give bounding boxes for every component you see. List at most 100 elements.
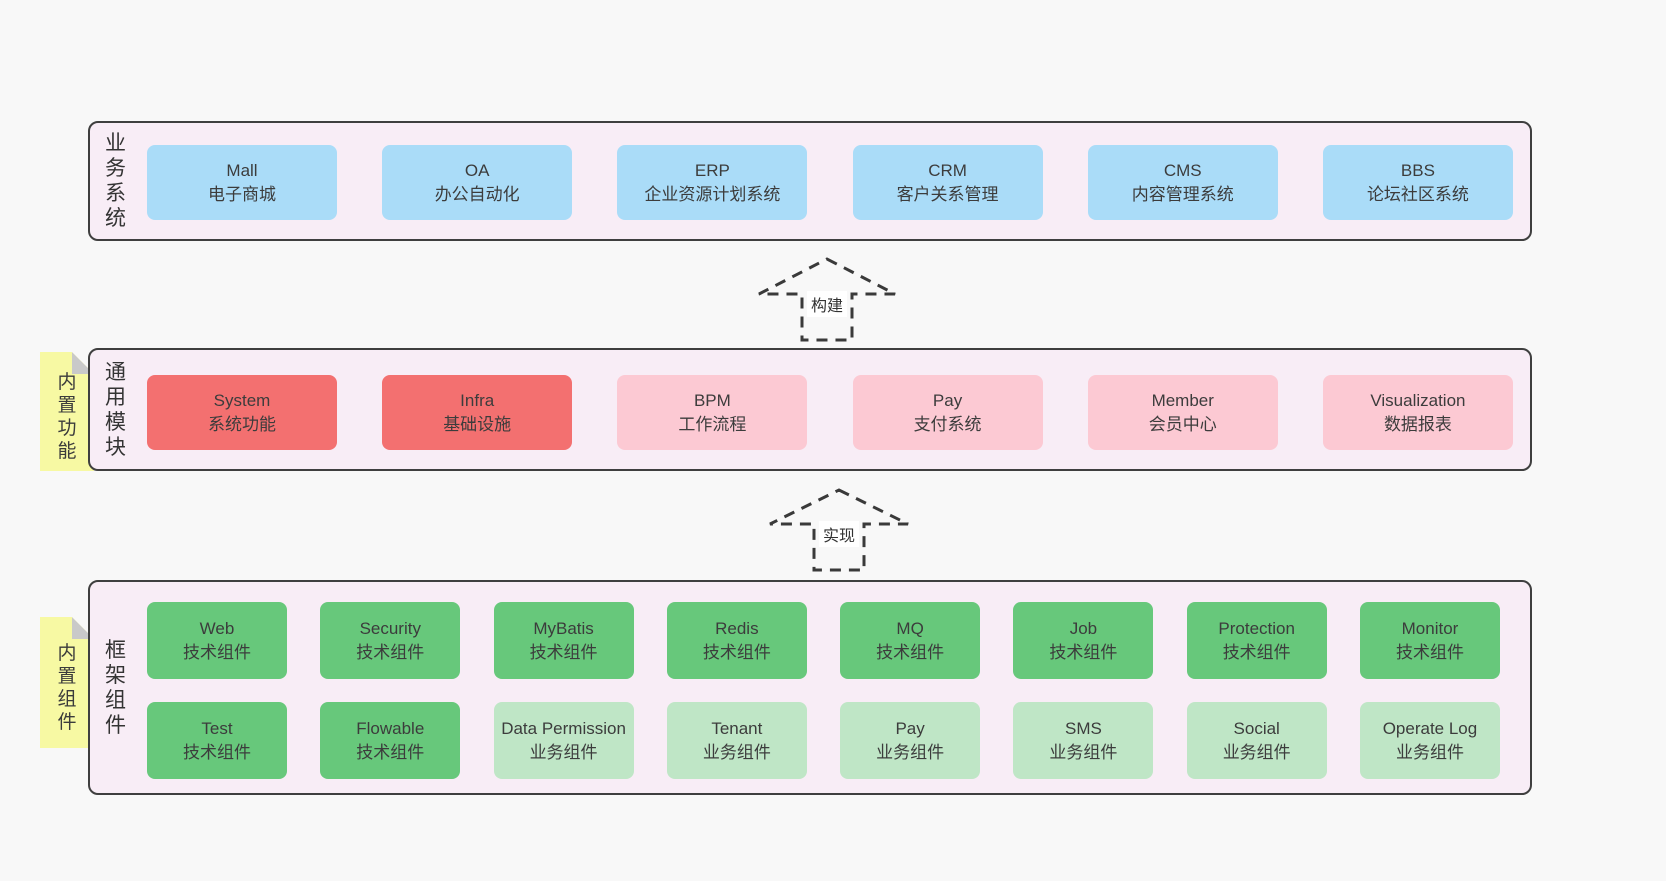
box-title: Data Permission (501, 718, 626, 738)
box-web: Web 技术组件 (147, 602, 287, 679)
box-subtitle: 论坛社区系统 (1366, 184, 1469, 204)
box-protection: Protection 技术组件 (1186, 602, 1327, 679)
box-subtitle: 系统功能 (208, 414, 276, 434)
sticky-note-built-in-features: 内置功能 (40, 352, 94, 471)
layer-title: 通用模块 (105, 360, 127, 459)
box-visualization: Visualization 数据报表 (1322, 375, 1513, 450)
layer-title: 框架组件 (105, 638, 127, 737)
box-subtitle: 支付系统 (913, 414, 982, 434)
box-title: Visualization (1370, 390, 1466, 410)
box-subtitle: 技术组件 (356, 642, 425, 662)
box-title: SMS (1064, 718, 1102, 738)
box-subtitle: 技术组件 (1222, 642, 1291, 662)
box-title: Test (201, 718, 233, 738)
box-crm: CRM 客户关系管理 (852, 145, 1043, 220)
box-title: MQ (896, 618, 924, 638)
box-subtitle: 技术组件 (1049, 642, 1118, 662)
box-test: Test 技术组件 (147, 702, 287, 779)
box-title: Security (359, 618, 421, 638)
box-row: Web 技术组件 Security 技术组件 MyBatis 技术组件 Redi… (147, 602, 1500, 679)
box-title: CRM (928, 160, 967, 180)
box-sms: SMS 业务组件 (1013, 702, 1154, 779)
box-data-permission: Data Permission 业务组件 (493, 702, 634, 779)
box-tenant: Tenant 业务组件 (666, 702, 807, 779)
box-title: Protection (1218, 618, 1295, 638)
box-subtitle: 业务组件 (1222, 742, 1291, 762)
box-subtitle: 数据报表 (1383, 414, 1452, 434)
box-title: Social (1233, 718, 1280, 738)
box-title: System (213, 390, 271, 410)
box-title: ERP (694, 160, 730, 180)
box-job: Job 技术组件 (1013, 602, 1154, 679)
box-subtitle: 业务组件 (1049, 742, 1118, 762)
box-subtitle: 业务组件 (529, 742, 598, 762)
box-row: Mall 电子商城 OA 办公自动化 ERP 企业资源计划系统 CRM 客户关系… (147, 145, 1513, 220)
box-title: Infra (460, 390, 495, 410)
box-oa: OA 办公自动化 (382, 145, 573, 220)
box-subtitle: 技术组件 (529, 642, 598, 662)
dashed-up-arrow-icon (769, 488, 909, 572)
box-subtitle: 工作流程 (678, 414, 747, 434)
layer-title: 业务系统 (105, 132, 127, 230)
box-title: Web (199, 618, 235, 638)
box-subtitle: 会员中心 (1148, 414, 1217, 434)
box-system: System 系统功能 (147, 375, 337, 450)
box-mq: MQ 技术组件 (840, 602, 981, 679)
box-subtitle: 业务组件 (702, 742, 771, 762)
box-bpm: BPM 工作流程 (617, 375, 808, 450)
box-subtitle: 业务组件 (1395, 742, 1464, 762)
box-subtitle: 技术组件 (1395, 642, 1464, 662)
box-bbs: BBS 论坛社区系统 (1322, 145, 1513, 220)
box-subtitle: 技术组件 (876, 642, 945, 662)
box-title: BPM (693, 390, 731, 410)
box-title: BBS (1400, 160, 1435, 180)
box-title: Job (1069, 618, 1098, 638)
box-pay-component: Pay 业务组件 (840, 702, 981, 779)
box-title: MyBatis (533, 618, 594, 638)
box-subtitle: 客户关系管理 (896, 184, 999, 204)
arrow-build: 构建 (757, 257, 897, 342)
box-title: Redis (715, 618, 759, 638)
box-mall: Mall 电子商城 (147, 145, 337, 220)
box-subtitle: 内容管理系统 (1131, 184, 1234, 204)
box-row: System 系统功能 Infra 基础设施 BPM 工作流程 Pay 支付系统… (147, 375, 1513, 450)
box-subtitle: 技术组件 (183, 742, 251, 762)
box-title: OA (464, 160, 490, 180)
box-member: Member 会员中心 (1087, 375, 1278, 450)
box-title: Mall (226, 160, 258, 180)
box-title: Pay (932, 390, 963, 410)
box-mybatis: MyBatis 技术组件 (493, 602, 634, 679)
box-title: CMS (1163, 160, 1202, 180)
box-title: Member (1151, 390, 1214, 410)
box-subtitle: 企业资源计划系统 (644, 184, 781, 204)
box-pay-module: Pay 支付系统 (852, 375, 1043, 450)
box-infra: Infra 基础设施 (382, 375, 573, 450)
sticky-note-label: 内置功能 (57, 371, 77, 462)
arrow-label: 实现 (818, 521, 860, 548)
box-title: Flowable (356, 718, 425, 738)
box-subtitle: 技术组件 (183, 642, 251, 662)
box-subtitle: 业务组件 (876, 742, 945, 762)
box-subtitle: 技术组件 (702, 642, 771, 662)
box-erp: ERP 企业资源计划系统 (617, 145, 808, 220)
box-subtitle: 基础设施 (443, 414, 512, 434)
box-subtitle: 办公自动化 (434, 184, 520, 204)
box-flowable: Flowable 技术组件 (320, 702, 461, 779)
box-security: Security 技术组件 (320, 602, 461, 679)
box-redis: Redis 技术组件 (666, 602, 807, 679)
layer-business-systems: 业务系统 Mall 电子商城 OA 办公自动化 ERP 企业资源计划系统 CRM… (88, 121, 1532, 241)
box-subtitle: 技术组件 (356, 742, 425, 762)
box-title: Pay (895, 718, 925, 738)
box-subtitle: 电子商城 (208, 184, 276, 204)
dashed-up-arrow-icon (758, 257, 896, 342)
box-monitor: Monitor 技术组件 (1359, 602, 1500, 679)
box-cms: CMS 内容管理系统 (1087, 145, 1278, 220)
layer-framework-components: 框架组件 Web 技术组件 Security 技术组件 MyBatis 技术组件… (88, 580, 1532, 795)
arrow-implement: 实现 (768, 488, 910, 572)
box-row: Test 技术组件 Flowable 技术组件 Data Permission … (147, 702, 1500, 779)
arrow-label: 构建 (806, 290, 848, 317)
box-title: Operate Log (1382, 718, 1478, 738)
sticky-note-built-in-components: 内置组件 (40, 617, 94, 748)
box-title: Monitor (1401, 618, 1459, 638)
